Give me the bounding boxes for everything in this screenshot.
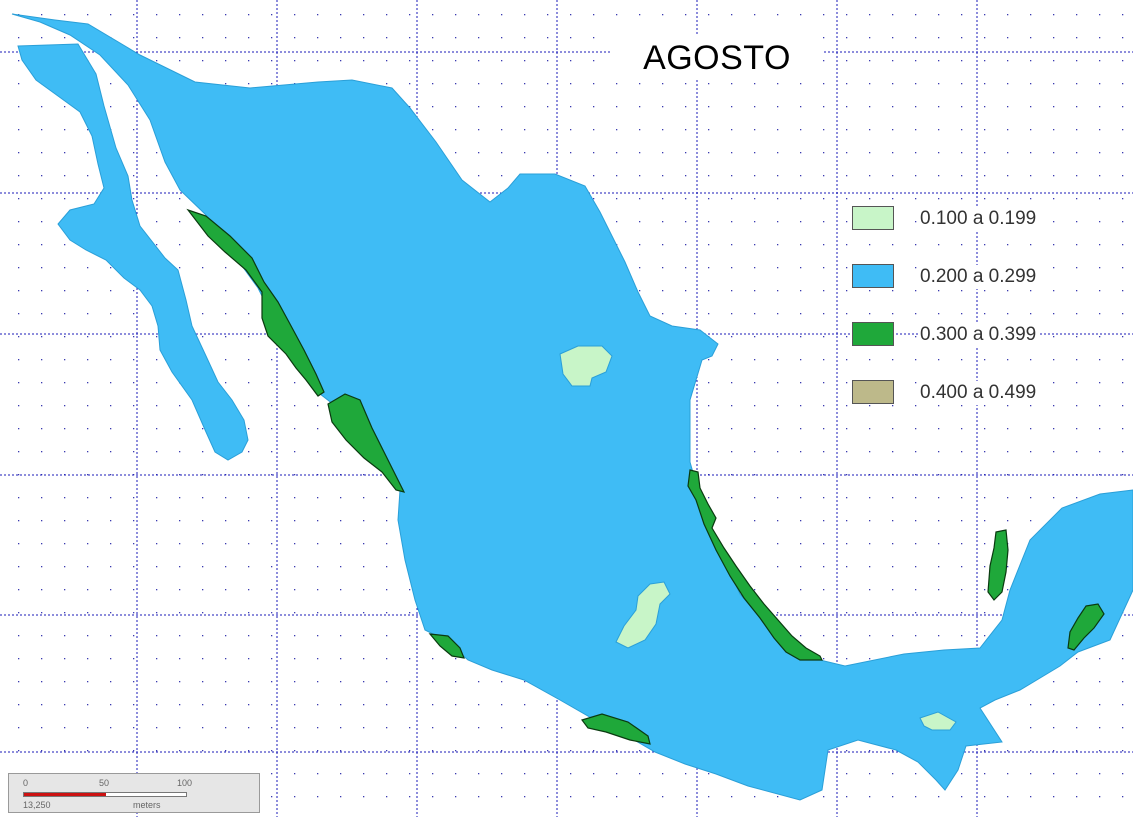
legend-label-3: 0.300 a 0.399 (918, 323, 1039, 347)
scale-label-end: 100 (177, 778, 193, 788)
legend-label-1: 0.100 a 0.199 (918, 207, 1039, 231)
baja-california[interactable] (17, 43, 249, 461)
zone-patch-colima[interactable] (428, 633, 465, 659)
scale-unit: meters (133, 800, 161, 810)
legend-swatch-4 (852, 380, 894, 404)
legend-swatch-2 (852, 264, 894, 288)
map-title: AGOSTO (612, 36, 822, 80)
zone-patch-oaxaca[interactable] (581, 713, 651, 745)
zone-patch-yucatan-east[interactable] (1067, 603, 1105, 651)
zone-patch-pacific-coast-mid[interactable] (327, 393, 406, 493)
legend-label-2: 0.200 a 0.299 (918, 265, 1039, 289)
zone-patch-pacific-coast-north[interactable] (186, 208, 325, 397)
scale-bar-box: 0 50 100 13,250 meters (8, 773, 260, 813)
zone-patch-gulf-coast[interactable] (687, 469, 823, 661)
zone-patch-central-north[interactable] (559, 345, 613, 387)
zone-patch-central-south[interactable] (615, 581, 671, 649)
legend-label-4: 0.400 a 0.499 (918, 381, 1039, 405)
zone-patch-yucatan-west[interactable] (987, 529, 1009, 601)
scale-bar (23, 792, 187, 797)
legend-swatch-1 (852, 206, 894, 230)
scale-bar-fill (24, 793, 106, 796)
scale-label-mid: 50 (99, 778, 110, 788)
zone-patch-southeast[interactable] (919, 711, 957, 731)
legend-swatch-3 (852, 322, 894, 346)
scale-label-start: 0 (23, 778, 29, 788)
scale-value: 13,250 (23, 800, 51, 810)
